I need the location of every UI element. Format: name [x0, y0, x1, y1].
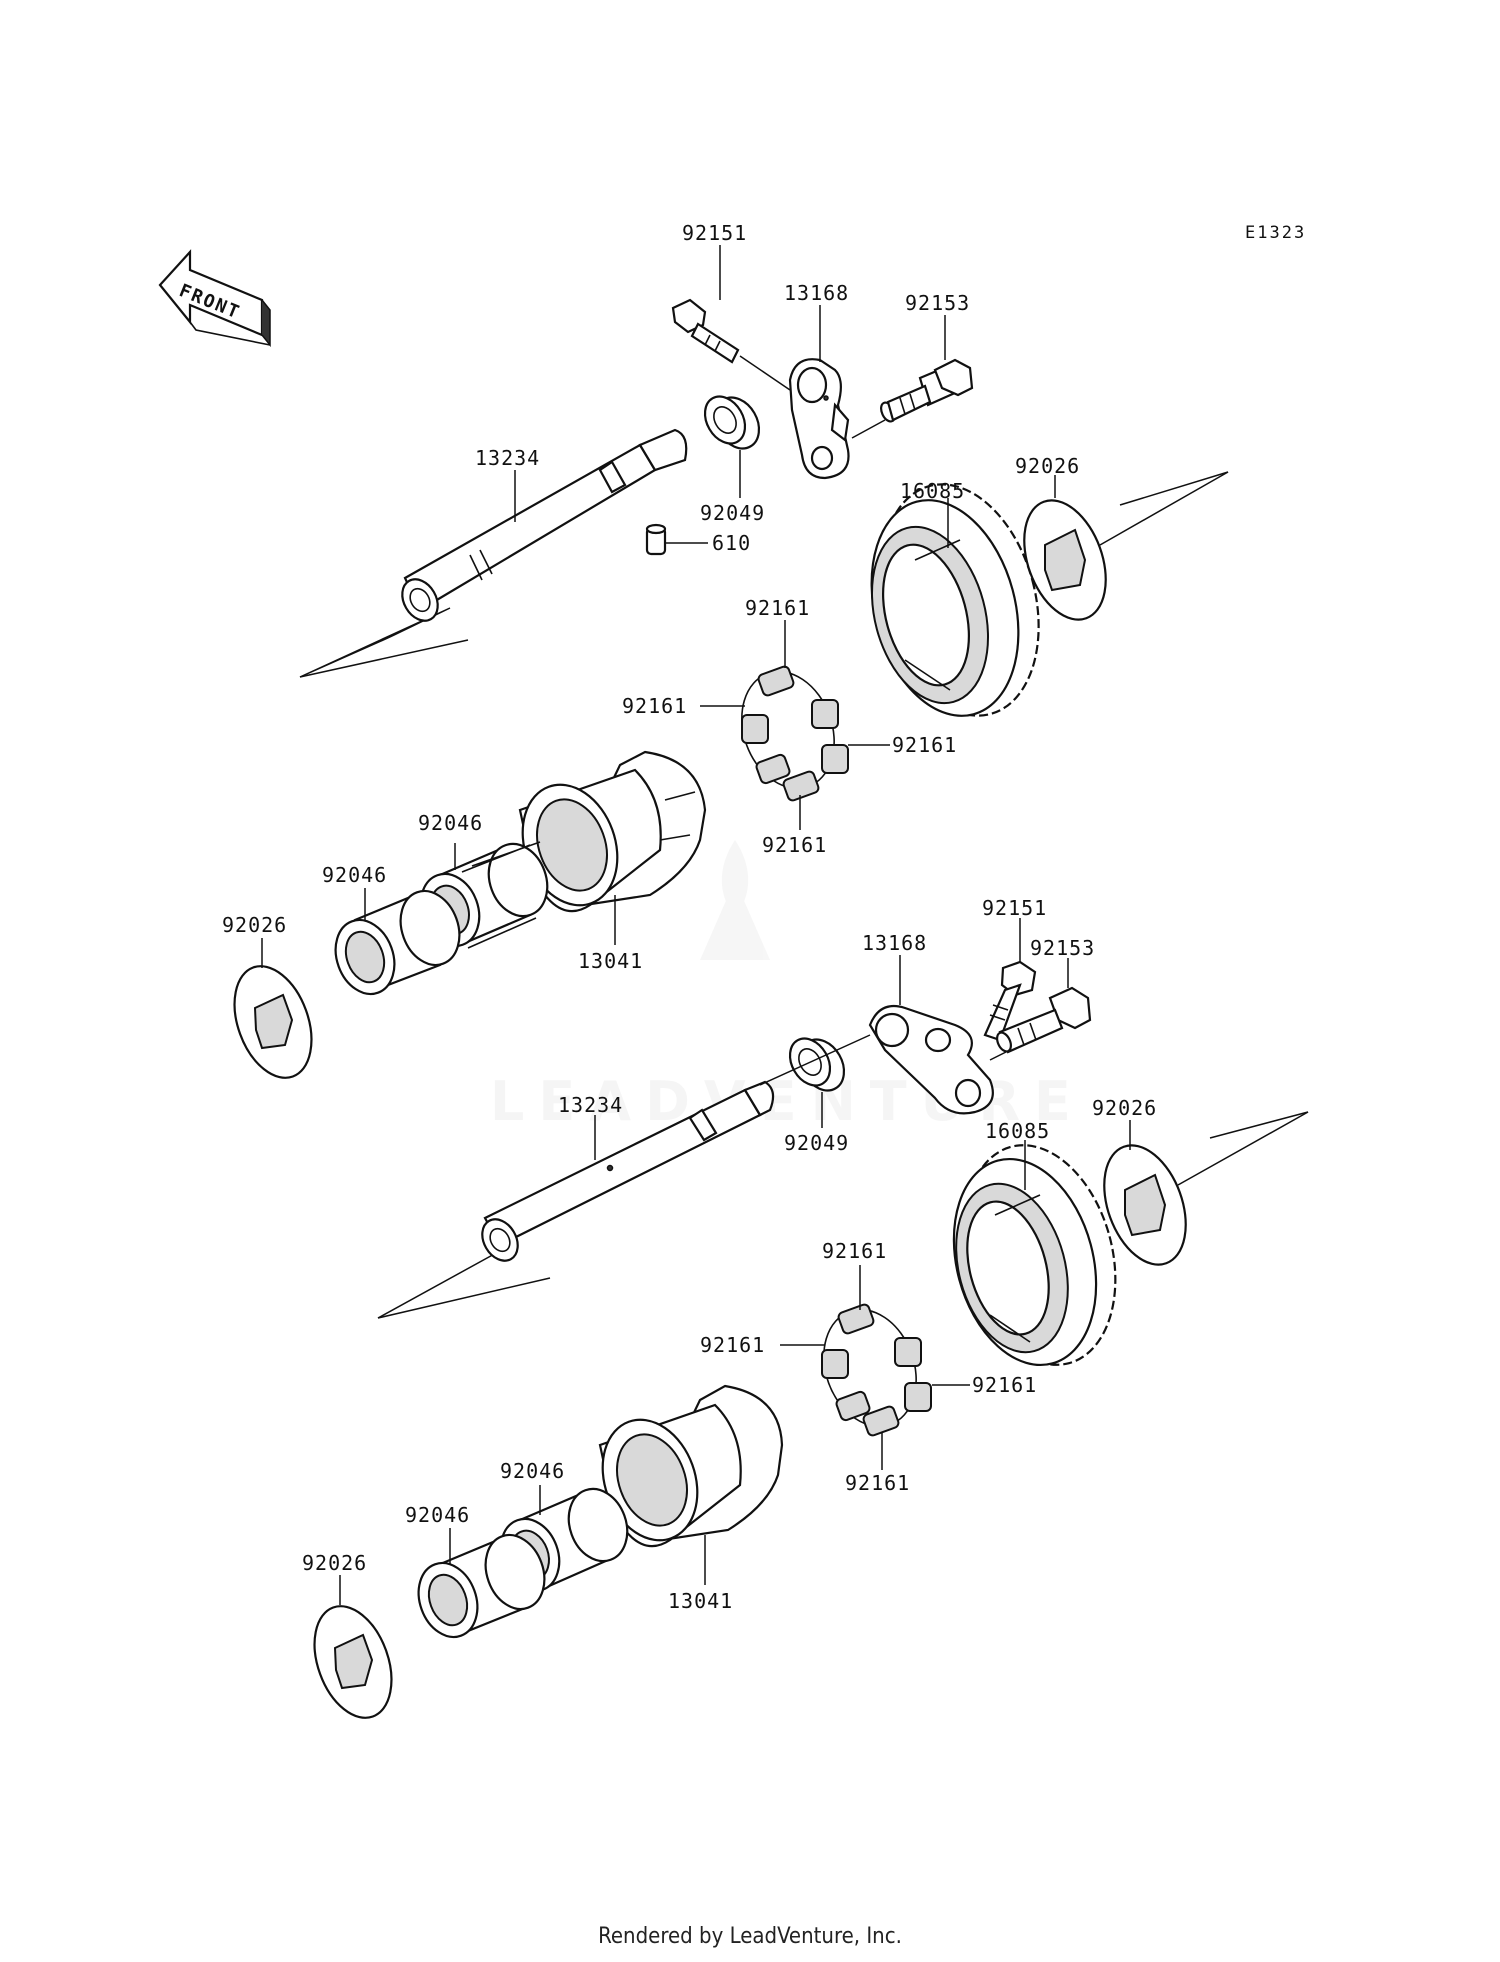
upper-pin-label: 610: [712, 531, 751, 555]
upper-hub-13041: [518, 750, 707, 913]
upper-bearing-left-label: 92046: [322, 863, 387, 887]
lower-damper-bottom-label: 92161: [845, 1471, 910, 1495]
upper-damper-top-label: 92161: [745, 596, 810, 620]
lower-bearing-left-label: 92046: [405, 1503, 470, 1527]
upper-bolt-92151: [671, 298, 740, 364]
upper-holder-label: 13168: [784, 281, 849, 305]
diagram-ref-code: E1323: [1245, 223, 1306, 243]
upper-damper-92161: [741, 665, 849, 802]
upper-hub-label: 13041: [578, 949, 643, 973]
upper-assembly: 13234 92049 610 92151: [222, 221, 1229, 1079]
lower-washer-left-92026: [313, 1605, 393, 1719]
upper-shaft-label: 13234: [475, 446, 540, 470]
lower-bolt-b-label: 92153: [1030, 936, 1095, 960]
lower-seal-label: 92049: [784, 1131, 849, 1155]
lower-shaft-13234: [481, 1080, 775, 1262]
lower-bearing-left-92046: [417, 1533, 546, 1639]
upper-damper-left-label: 92161: [622, 694, 687, 718]
upper-washer-left-92026: [233, 965, 313, 1079]
upper-bearing-left-92046: [334, 889, 461, 996]
upper-washer-right-label: 92026: [1015, 454, 1080, 478]
upper-washer-left-label: 92026: [222, 913, 287, 937]
upper-bolt-b-label: 92153: [905, 291, 970, 315]
upper-shaft-13234: [401, 428, 688, 622]
lower-bolt-a-label: 92151: [982, 896, 1047, 920]
upper-bolt-92153: [880, 358, 974, 423]
lower-gear-16085: [952, 1144, 1117, 1367]
lower-damper-right-label: 92161: [972, 1373, 1037, 1397]
upper-damper-bottom-label: 92161: [762, 833, 827, 857]
lower-washer-left-label: 92026: [302, 1551, 367, 1575]
lower-bearing-right-label: 92046: [500, 1459, 565, 1483]
upper-seal-92049: [703, 395, 761, 450]
lower-assembly: 13234 92049 13168 92151: [302, 896, 1309, 1719]
render-credit: Rendered by LeadVenture, Inc.: [598, 1924, 902, 1949]
upper-washer-right-92026: [1023, 499, 1107, 621]
lower-damper-92161: [821, 1303, 932, 1437]
upper-pin-610: [645, 523, 667, 556]
upper-seal-label: 92049: [700, 501, 765, 525]
upper-bearing-right-label: 92046: [418, 811, 483, 835]
front-direction-arrow: FRONT: [158, 249, 271, 348]
lower-washer-right-92026: [1103, 1144, 1187, 1266]
lower-gear-label: 16085: [985, 1119, 1050, 1143]
lower-damper-top-label: 92161: [822, 1239, 887, 1263]
lower-damper-left-label: 92161: [700, 1333, 765, 1357]
lower-washer-right-label: 92026: [1092, 1096, 1157, 1120]
upper-holder-13168: [788, 358, 850, 480]
upper-gear-label: 16085: [900, 479, 965, 503]
upper-bolt-a-label: 92151: [682, 221, 747, 245]
lower-hub-13041: [598, 1384, 784, 1548]
upper-gear-16085: [870, 483, 1040, 717]
lower-shaft-label: 13234: [558, 1093, 623, 1117]
lower-bolt-92153: [996, 986, 1092, 1054]
lower-holder-label: 13168: [862, 931, 927, 955]
lower-holder-13168: [868, 1004, 994, 1115]
upper-damper-right-label: 92161: [892, 733, 957, 757]
lower-hub-label: 13041: [668, 1589, 733, 1613]
